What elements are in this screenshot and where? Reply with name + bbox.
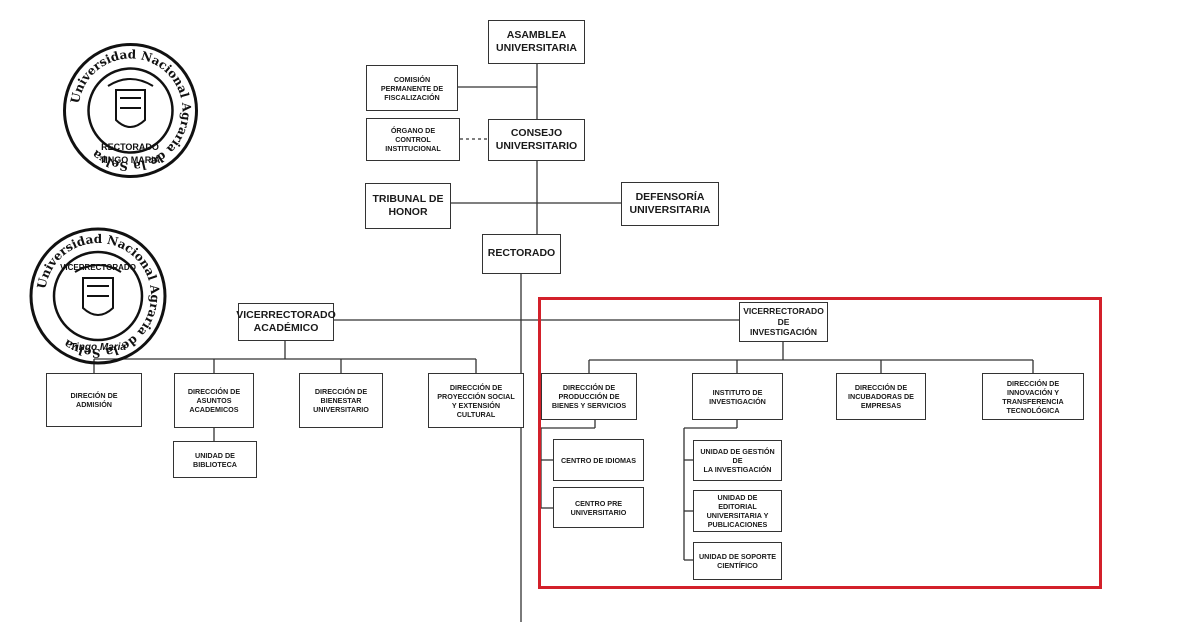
node-centro-pre-universitario: CENTRO PRE UNIVERSITARIO <box>553 487 644 528</box>
node-direccion-produccion: DIRECCIÓN DE PRODUCCIÓN DE BIENES Y SERV… <box>541 373 637 420</box>
node-centro-idiomas: CENTRO DE IDIOMAS <box>553 439 644 481</box>
vicerrectorado-seal-stamp: Universidad Nacional Agraria de la Selva… <box>29 227 167 365</box>
node-direccion-proyeccion-social: DIRECCIÓN DE PROYECCIÓN SOCIAL Y EXTENSI… <box>428 373 524 428</box>
node-unidad-editorial: UNIDAD DE EDITORIAL UNIVERSITARIA Y PUBL… <box>693 490 782 532</box>
node-vicerrectorado-investigacion: VICERRECTORADO DE INVESTIGACIÓN <box>739 302 828 342</box>
svg-text:VICERRECTORADO: VICERRECTORADO <box>60 263 136 272</box>
node-consejo-universitario: CONSEJO UNIVERSITARIO <box>488 119 585 161</box>
svg-text:TINGO MARIA: TINGO MARIA <box>100 155 161 165</box>
node-vicerrectorado-academico: VICERRECTORADO ACADÉMICO <box>236 303 336 341</box>
node-defensoria-universitaria: DEFENSORÍA UNIVERSITARIA <box>621 182 719 226</box>
node-instituto-investigacion: INSTITUTO DE INVESTIGACIÓN <box>692 373 783 420</box>
svg-text:RECTORADO: RECTORADO <box>101 142 159 152</box>
svg-text:Tingo Maria: Tingo Maria <box>70 342 126 353</box>
node-asamblea-universitaria: ASAMBLEA UNIVERSITARIA <box>488 20 585 64</box>
node-comision-fiscalizacion: COMISIÓN PERMANENTE DE FISCALIZACIÓN <box>366 65 458 111</box>
node-direccion-asuntos-academicos: DIRECCIÓN DE ASUNTOS ACADEMICOS <box>174 373 254 428</box>
node-direccion-admision: DIRECIÓN DE ADMISIÓN <box>46 373 142 427</box>
node-direccion-innovacion: DIRECCIÓN DE INNOVACIÓN Y TRANSFERENCIA … <box>982 373 1084 420</box>
node-organo-control: ÓRGANO DE CONTROL INSTITUCIONAL <box>366 118 460 161</box>
node-rectorado: RECTORADO <box>482 234 561 274</box>
node-unidad-biblioteca: UNIDAD DE BIBLIOTECA <box>173 441 257 478</box>
node-direccion-incubadoras: DIRECCIÓN DE INCUBADORAS DE EMPRESAS <box>836 373 926 420</box>
node-tribunal-honor: TRIBUNAL DE HONOR <box>365 183 451 229</box>
node-direccion-bienestar: DIRECCIÓN DE BIENESTAR UNIVERSITARIO <box>299 373 383 428</box>
node-unidad-soporte-cientifico: UNIDAD DE SOPORTE CIENTÍFICO <box>693 542 782 580</box>
highlight-frame-investigacion <box>538 297 1102 589</box>
rectorado-seal-stamp: Universidad Nacional Agraria de la Selva… <box>63 43 198 178</box>
node-unidad-gestion-investigacion: UNIDAD DE GESTIÓN DE LA INVESTIGACIÓN <box>693 440 782 481</box>
